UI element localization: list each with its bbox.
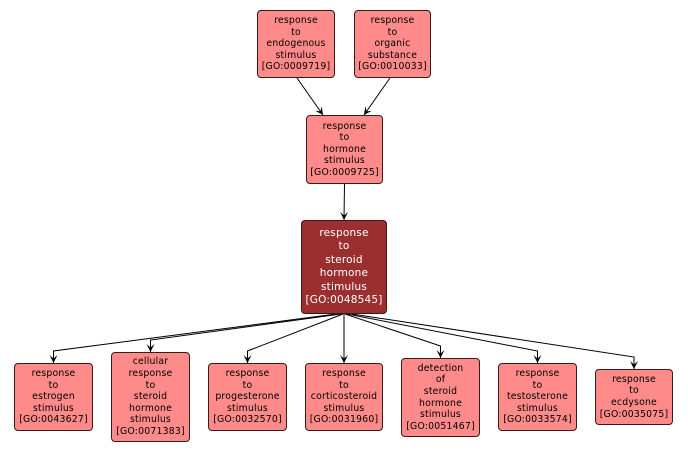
term-text-line: response [322,120,367,132]
go-id-label: [GO:0033574] [503,414,572,426]
term-text-line: hormone [129,402,172,414]
arrowhead-icon [533,355,542,363]
term-text-line: response [274,15,318,27]
go-id-label: [GO:0071383] [116,425,185,437]
term-text-line: to [291,26,301,38]
edge-GO0048545-to-GO0032570 [243,313,344,363]
edge-GO0048545-to-GO0033574 [346,313,542,363]
term-text-line: hormone [419,397,462,409]
term-text-line: response [322,368,366,380]
term-text-line: detection [417,362,464,374]
edge-GO0048545-to-GO0071383 [146,313,342,352]
edge-GO0048545-to-GO0043627 [49,313,337,363]
term-text-line: stimulus [320,280,368,293]
arrowhead-icon [436,350,445,358]
term-text-line: stimulus [420,409,461,421]
arrowhead-icon [146,344,155,352]
term-text-line: response [370,15,415,27]
go-id-label: [GO:0048545] [305,294,383,306]
term-text-line: steroid [325,253,363,266]
term-text-line: hormone [319,267,369,279]
go-id-label: [GO:0035075] [599,408,669,420]
arrowhead-icon [340,355,348,363]
term-text-line: corticosteroid [310,391,378,403]
term-text-line: of [435,374,446,386]
term-text-line: steroid [423,385,458,397]
term-text-line: stimulus [130,414,171,426]
term-text-line: response [319,226,369,239]
term-text-line: cellular [132,356,169,368]
edge-GO0010033-to-GO0009725 [363,77,391,116]
arrowhead-icon [315,106,323,115]
go-id-label: [GO:0051467] [406,420,475,432]
term-text-line: stimulus [517,402,558,414]
arrowhead-icon [340,211,349,220]
go-id-label: [GO:0032570] [213,414,282,426]
term-text-line: stimulus [324,155,365,167]
term-text-line: to [242,379,253,391]
arrowhead-icon [364,106,372,115]
go-id-label: [GO:0031960] [309,414,379,426]
term-text-line: response [31,368,76,380]
arrowhead-icon [243,355,252,363]
term-text-line: ecdysone [611,397,657,408]
term-text-line: stimulus [275,49,317,61]
term-text-line: endogenous [266,38,326,50]
term-text-line: stimulus [33,402,74,414]
term-text-line: progesterone [215,391,280,403]
edge-GO0009725-to-GO0048545 [340,183,349,221]
edge-GO0048545-to-GO0051467 [344,313,445,358]
term-text-line: to [145,379,156,391]
term-text-line: response [612,373,656,385]
term-text-line: testosterone [506,391,569,403]
term-text-line: to [338,240,350,252]
term-text-line: stimulus [227,402,268,414]
edge-GO0048545-to-GO0031960 [340,314,348,363]
edge-GO0009719-to-GO0009725 [296,77,324,116]
term-text-line: to [339,379,349,391]
arrowhead-icon [630,361,638,369]
go-id-label: [GO:0010033] [358,61,427,73]
term-text-line: estrogen [32,391,75,403]
term-text-line: response [225,368,270,380]
term-text-line: response [128,368,173,380]
go-id-label: [GO:0009725] [310,166,379,178]
term-text-line: to [387,26,398,38]
term-text-line: steroid [133,391,168,403]
term-text-line: to [339,132,350,144]
term-text-line: to [629,385,639,397]
term-text-line: to [532,379,543,391]
term-text-line: organic [374,38,411,50]
term-text-line: to [48,379,59,391]
go-id-label: [GO:0009719] [261,61,331,73]
term-text-line: stimulus [323,402,365,414]
term-text-line: substance [367,49,418,61]
go-id-label: [GO:0043627] [19,414,88,426]
arrowhead-icon [49,355,58,363]
edge-GO0048545-to-GO0035075 [351,313,638,369]
term-text-line: hormone [323,143,366,155]
term-text-line: response [515,368,560,380]
